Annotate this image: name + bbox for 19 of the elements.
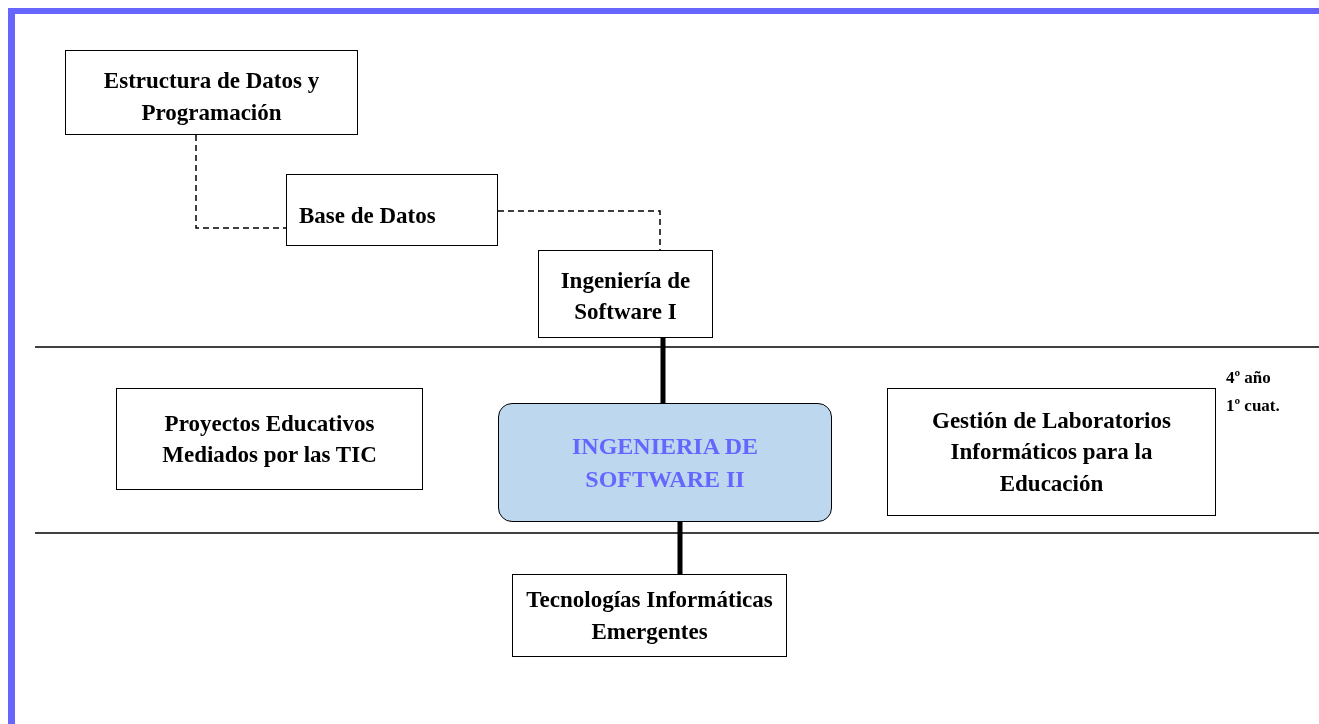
connector-line — [195, 134, 287, 229]
term-label: 1º cuat. — [1226, 395, 1280, 417]
course-title: Estructura de Datos y Programación — [102, 67, 321, 127]
course-title: Gestión de Laboratorios Informáticos para la Educación — [931, 407, 1172, 498]
connector-line — [660, 338, 666, 403]
connector-line — [677, 522, 683, 574]
term-label: 4º año — [1226, 367, 1272, 389]
course-title: Tecnologías Informáticas Emergentes — [525, 586, 774, 646]
main-course-box — [498, 403, 832, 522]
course-title: Base de Datos — [299, 202, 436, 231]
course-box — [512, 574, 787, 657]
course-title: Proyectos Educativos Mediados por las TIC — [161, 409, 378, 469]
course-box — [887, 388, 1216, 516]
course-title: Ingeniería de Software I — [559, 266, 692, 326]
course-box — [538, 250, 713, 338]
course-box — [65, 50, 358, 135]
course-box — [116, 388, 423, 490]
course-title: INGENIERIA DE SOFTWARE II — [570, 432, 759, 494]
course-box — [286, 174, 498, 246]
